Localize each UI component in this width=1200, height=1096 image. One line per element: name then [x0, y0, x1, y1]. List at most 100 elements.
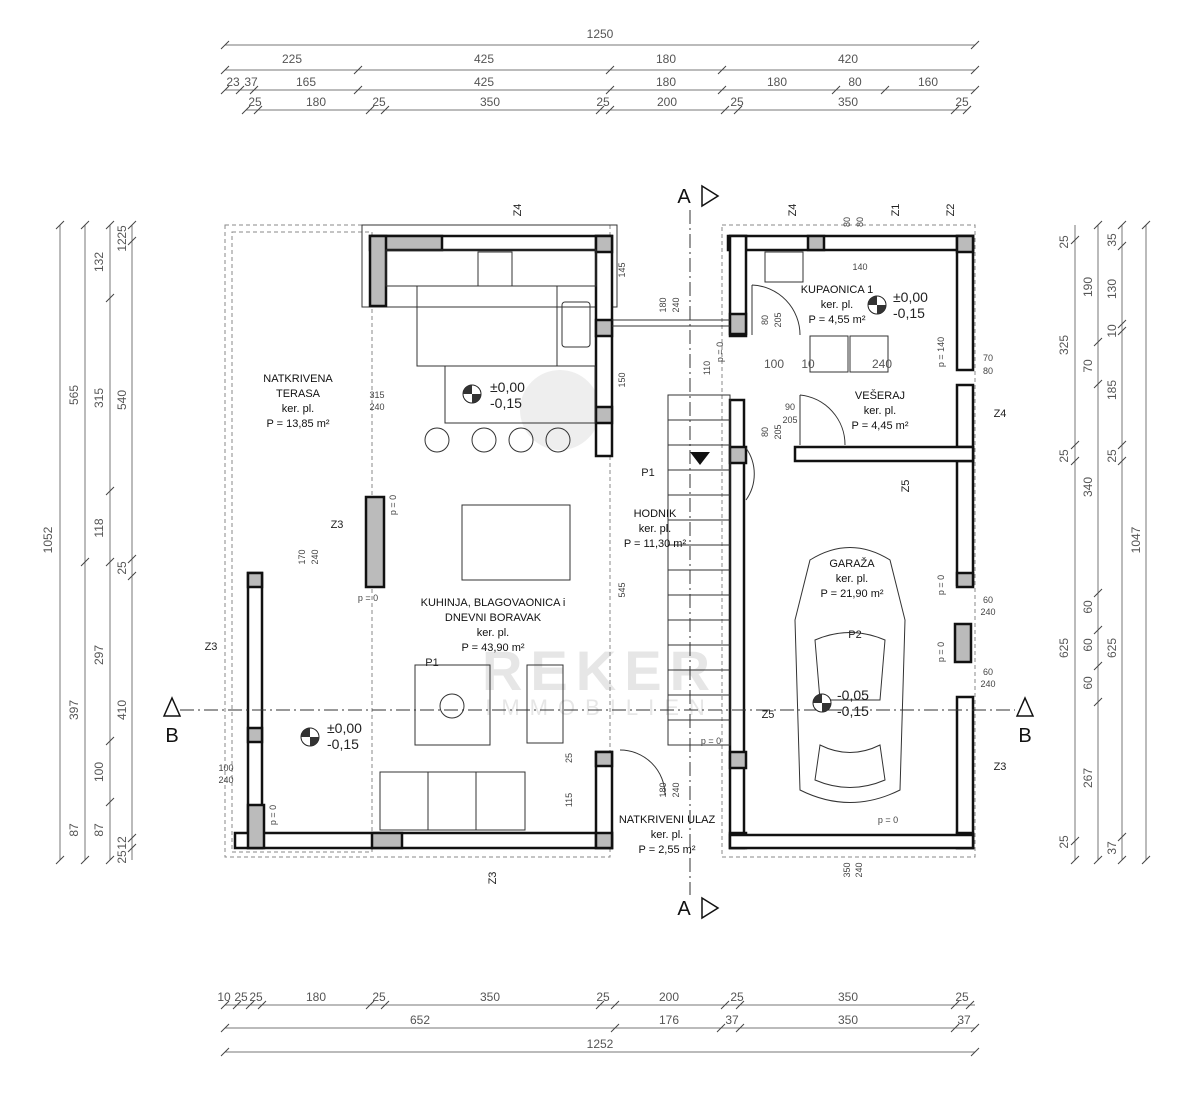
dim-label: 23 [226, 75, 240, 89]
dim-label: 25 [1057, 449, 1071, 463]
bottom-dimensions: 10 25 25 180 25 350 25 200 25 350 25 652… [217, 990, 980, 1057]
tag-z4: Z4 [512, 204, 524, 217]
label: ±0,00 [893, 289, 928, 305]
label: P = 43,90 m² [461, 642, 524, 654]
label: 70 [983, 353, 993, 363]
dim-label: 25 [955, 990, 969, 1004]
label: 80 [760, 427, 770, 437]
label: 110 [702, 361, 712, 375]
label: 10 [801, 357, 815, 371]
dim-label: 25 [730, 95, 744, 109]
level-marker-garage: -0,05-0,15 [812, 687, 869, 719]
section-b-left: B [165, 725, 178, 747]
label: DNEVNI BORAVAK [445, 612, 542, 624]
label: P = 2,55 m² [639, 844, 696, 856]
dim-label: 25 [955, 95, 969, 109]
section-arrow-icon [1015, 696, 1035, 717]
label: ±0,00 [327, 720, 362, 736]
label: NATKRIVENA [263, 373, 333, 385]
dim-label: 565 [67, 385, 81, 405]
label: p = 0 [936, 575, 946, 595]
dim-label: 37 [725, 1013, 739, 1027]
label: 140 [852, 262, 867, 272]
label: -0,15 [837, 703, 869, 719]
dim-label: 60 [1081, 600, 1095, 614]
dim-label: 130 [1105, 279, 1119, 299]
section-arrow-icon [701, 896, 720, 920]
dim-label: 87 [92, 823, 106, 837]
dim-label: 25 [730, 990, 744, 1004]
label: ker. pl. [651, 829, 683, 841]
right-dimensions: 25 325 25 625 25 190 70 340 60 60 60 267… [1057, 220, 1151, 865]
dim-total-bottom: 1252 [587, 1037, 614, 1051]
dim-label: 35 [1105, 233, 1119, 247]
label: ker. pl. [864, 405, 896, 417]
dim-label: 100 [92, 762, 106, 782]
label: ker. pl. [477, 627, 509, 639]
label: ker. pl. [836, 573, 868, 585]
label: ±0,00 [490, 379, 525, 395]
dim-label: 625 [1105, 638, 1119, 658]
label: 150 [617, 372, 627, 387]
dim-label: 25 [249, 990, 263, 1004]
label: P = 4,55 m² [809, 314, 866, 326]
car [794, 547, 906, 803]
label: 240 [218, 775, 233, 785]
top-dimensions: 1250 225 425 180 420 23 37 165 425 180 1… [220, 27, 980, 115]
tag-z3: Z3 [205, 641, 218, 653]
label: NATKRIVENI ULAZ [619, 814, 716, 826]
label: 115 [564, 793, 574, 807]
label: 350 [842, 862, 852, 877]
dim-label: 397 [67, 700, 81, 720]
label: p = 0 [701, 736, 721, 746]
dim-label: 80 [848, 75, 862, 89]
dim-label: 200 [659, 990, 679, 1004]
dim-label: 180 [656, 52, 676, 66]
dim-label: 25 [596, 95, 610, 109]
dim-label: 25 [115, 225, 129, 239]
section-arrow-icon [701, 184, 720, 208]
label: ker. pl. [639, 523, 671, 535]
label: 90 [785, 402, 795, 412]
room-ulaz: NATKRIVENI ULAZ ker. pl. P = 2,55 m² [619, 814, 716, 856]
walls [233, 234, 975, 850]
dim-label: 60 [1081, 638, 1095, 652]
dim-label: 190 [1081, 277, 1095, 297]
tag-p2: P2 [848, 629, 861, 641]
dim-label: 350 [838, 990, 858, 1004]
tag-z5: Z5 [762, 709, 775, 721]
label: 80 [855, 217, 865, 227]
dim-label: 25 [1105, 449, 1119, 463]
watermark-sub: IMMOBILIEN [485, 695, 715, 720]
dim-label: 185 [1105, 380, 1119, 400]
dim-total-left: 1052 [41, 526, 55, 553]
dim-label: 132 [92, 252, 106, 272]
label: GARAŽA [829, 557, 875, 570]
section-b-right: B [1018, 725, 1031, 747]
label: 80 [760, 315, 770, 325]
dim-label: 25 [248, 95, 262, 109]
label: P = 11,30 m² [624, 538, 687, 550]
dim-label: 350 [480, 95, 500, 109]
dim-label: 70 [1081, 359, 1095, 373]
label: 25 [564, 753, 574, 763]
label: 205 [773, 424, 783, 439]
label: p = 0 [936, 642, 946, 662]
dim-label: 340 [1081, 477, 1095, 497]
dim-label: 325 [1057, 335, 1071, 355]
label: VEŠERAJ [855, 389, 905, 402]
label: 100 [218, 763, 233, 773]
dim-label: 37 [1105, 841, 1119, 855]
label: 180 [658, 782, 668, 797]
dim-label: 160 [918, 75, 938, 89]
dim-label: 37 [244, 75, 258, 89]
label: p = 0 [268, 805, 278, 825]
dim-label: 118 [92, 518, 106, 537]
dim-label: 315 [92, 388, 106, 408]
